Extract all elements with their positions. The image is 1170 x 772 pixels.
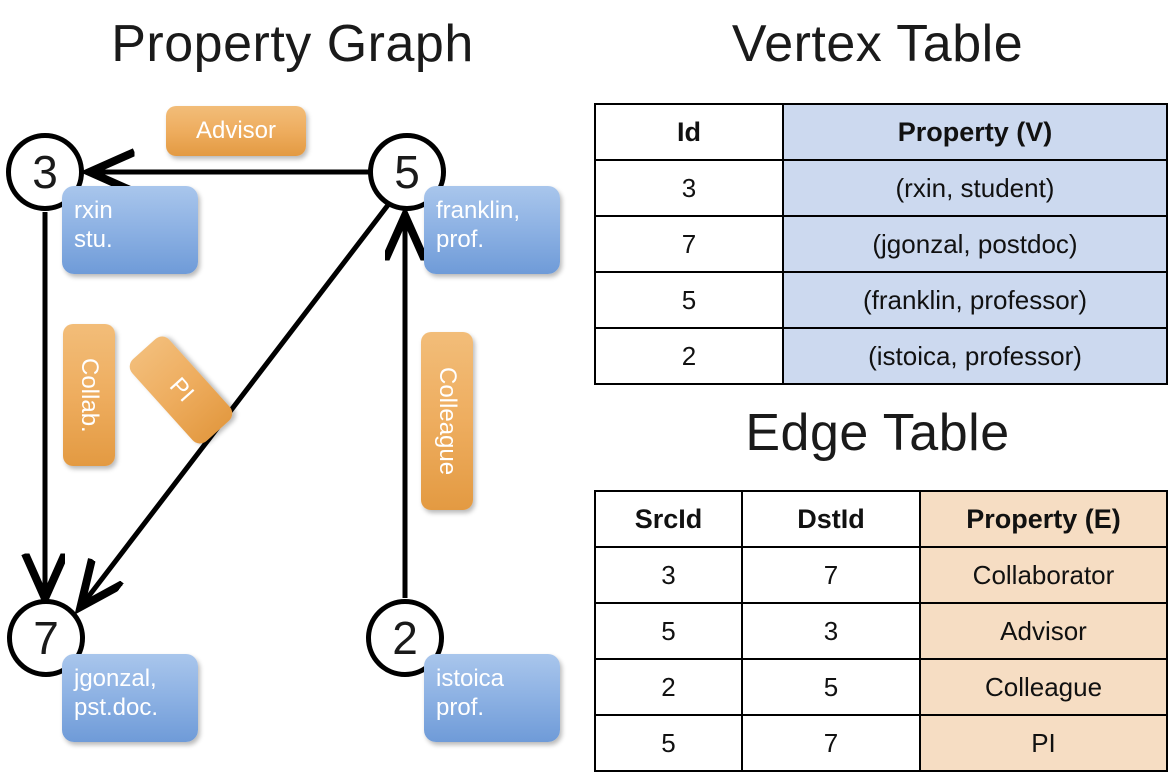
edge-table: SrcId DstId Property (E) 3 7 Collaborato… xyxy=(594,490,1168,772)
edge-table-header-srcid: SrcId xyxy=(594,490,743,548)
edge-cell-property: Colleague xyxy=(919,658,1168,716)
vertex-cell-property: (jgonzal, postdoc) xyxy=(782,215,1168,273)
graph-node-3-label: 3 xyxy=(32,146,58,198)
node-property-jgonzal-line2: pst.doc. xyxy=(74,694,159,722)
edge-cell-dstid: 7 xyxy=(741,714,921,772)
edge-cell-srcid: 2 xyxy=(594,658,743,716)
node-property-box-franklin[interactable]: franklin, prof. xyxy=(424,186,560,274)
node-property-box-istoica[interactable]: istoica prof. xyxy=(424,654,560,742)
edge-5-to-7 xyxy=(82,203,390,605)
page-title-edge-table: Edge Table xyxy=(745,404,1010,462)
vertex-cell-id: 3 xyxy=(594,159,784,217)
graph-node-5-label: 5 xyxy=(394,146,420,198)
edge-label-colleague[interactable]: Colleague xyxy=(421,332,473,510)
table-row[interactable]: 2 5 Colleague xyxy=(594,658,1168,716)
node-property-franklin-line2: prof. xyxy=(436,226,485,254)
table-row[interactable]: 5 3 Advisor xyxy=(594,602,1168,660)
table-row[interactable]: 5 (franklin, professor) xyxy=(594,271,1168,329)
edge-label-colleague-text: Colleague xyxy=(434,366,461,476)
node-property-istoica-line2: prof. xyxy=(436,694,485,722)
node-property-istoica-line1: istoica xyxy=(436,665,505,692)
node-property-box-jgonzal[interactable]: jgonzal, pst.doc. xyxy=(62,654,198,742)
page-title-property-graph: Property Graph xyxy=(111,15,474,73)
edge-cell-srcid: 5 xyxy=(594,602,743,660)
table-row[interactable]: 3 (rxin, student) xyxy=(594,159,1168,217)
edge-cell-dstid: 7 xyxy=(741,546,921,604)
vertex-cell-property: (rxin, student) xyxy=(782,159,1168,217)
node-property-box-rxin[interactable]: rxin stu. xyxy=(62,186,198,274)
node-property-franklin-line1: franklin, xyxy=(436,197,521,224)
edge-table-header-dstid: DstId xyxy=(741,490,921,548)
graph-edges-layer xyxy=(0,0,585,760)
vertex-cell-id: 2 xyxy=(594,327,784,385)
edge-label-collab[interactable]: Collab. xyxy=(63,324,115,466)
page-title-vertex-table: Vertex Table xyxy=(731,15,1024,73)
vertex-cell-property: (franklin, professor) xyxy=(782,271,1168,329)
table-row[interactable]: 5 7 PI xyxy=(594,714,1168,772)
property-graph-diagram: 3 5 7 2 rxin stu. franklin, prof. jgonza… xyxy=(0,0,585,760)
edge-label-advisor[interactable]: Advisor xyxy=(166,106,306,156)
edge-table-header-property: Property (E) xyxy=(919,490,1168,548)
vertex-cell-id: 7 xyxy=(594,215,784,273)
edge-cell-srcid: 5 xyxy=(594,714,743,772)
vertex-table: Id Property (V) 3 (rxin, student) 7 (jgo… xyxy=(594,103,1168,385)
edge-cell-dstid: 5 xyxy=(741,658,921,716)
node-property-rxin-line2: stu. xyxy=(74,226,113,254)
node-property-jgonzal-line1: jgonzal, xyxy=(74,665,157,692)
graph-node-2-label: 2 xyxy=(392,612,418,664)
edge-table-header-row: SrcId DstId Property (E) xyxy=(594,490,1168,548)
vertex-table-header-id: Id xyxy=(594,103,784,161)
edge-label-advisor-text: Advisor xyxy=(195,117,277,144)
edge-cell-property: PI xyxy=(919,714,1168,772)
edge-cell-srcid: 3 xyxy=(594,546,743,604)
table-row[interactable]: 2 (istoica, professor) xyxy=(594,327,1168,385)
vertex-table-header-property: Property (V) xyxy=(782,103,1168,161)
table-row[interactable]: 3 7 Collaborator xyxy=(594,546,1168,604)
edge-cell-dstid: 3 xyxy=(741,602,921,660)
vertex-table-header-row: Id Property (V) xyxy=(594,103,1168,161)
table-row[interactable]: 7 (jgonzal, postdoc) xyxy=(594,215,1168,273)
node-property-rxin-line1: rxin xyxy=(74,197,113,224)
edge-label-collab-text: Collab. xyxy=(76,357,103,433)
vertex-cell-property: (istoica, professor) xyxy=(782,327,1168,385)
edge-cell-property: Collaborator xyxy=(919,546,1168,604)
edge-cell-property: Advisor xyxy=(919,602,1168,660)
graph-node-7-label: 7 xyxy=(33,612,59,664)
graph-node-2[interactable]: 2 xyxy=(366,599,444,677)
vertex-cell-id: 5 xyxy=(594,271,784,329)
edge-label-pi-text: PI xyxy=(163,372,199,408)
